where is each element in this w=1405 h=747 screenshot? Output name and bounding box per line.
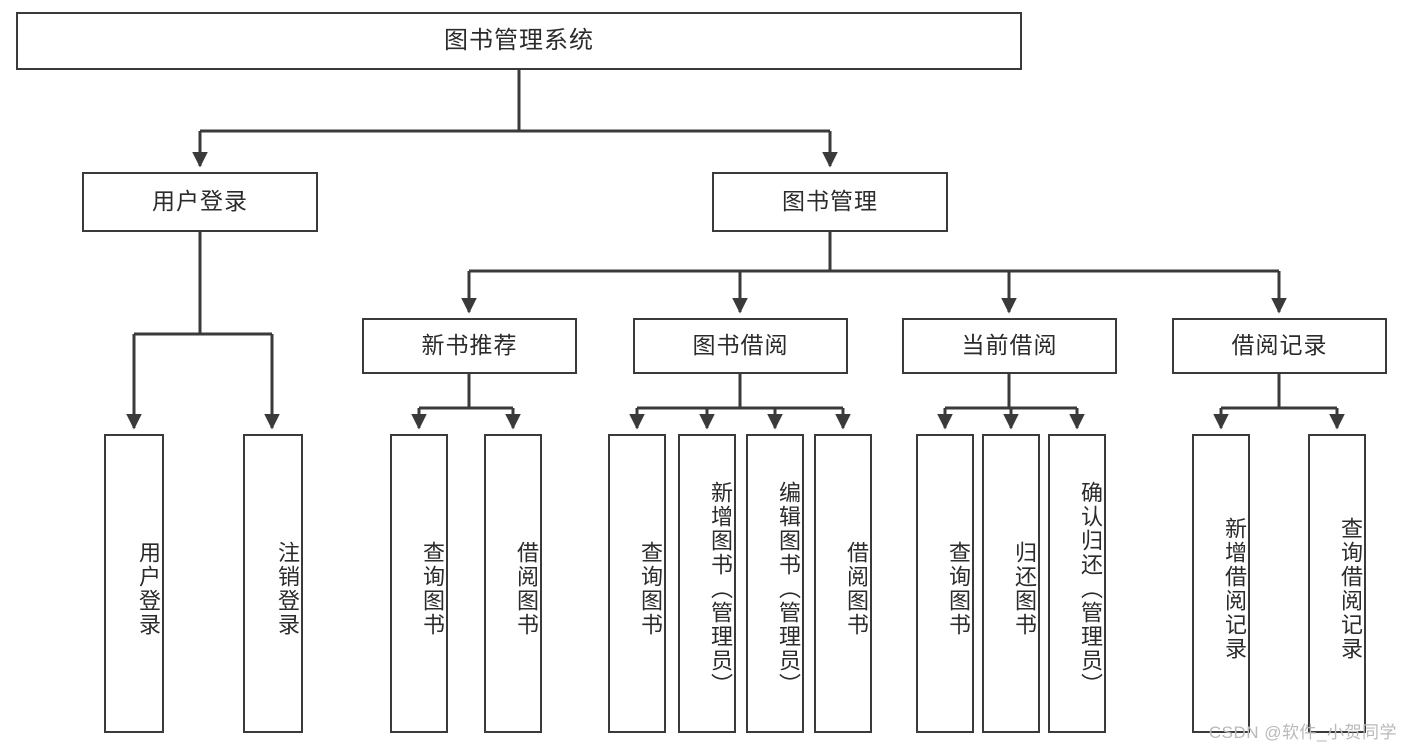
node-borrow-record[interactable]: 借阅记录 xyxy=(1172,318,1387,374)
node-root[interactable]: 图书管理系统 xyxy=(16,12,1022,70)
node-leaf-query-book-1[interactable]: 查询图书 xyxy=(390,434,448,733)
node-book-management[interactable]: 图书管理 xyxy=(712,172,948,232)
node-leaf-label: 用户登录 xyxy=(136,540,161,637)
node-borrow-record-label: 借阅记录 xyxy=(1231,332,1328,359)
node-leaf-query-book-3[interactable]: 查询图书 xyxy=(916,434,974,733)
node-leaf-label: 查询图书 xyxy=(638,540,663,637)
node-current-borrow[interactable]: 当前借阅 xyxy=(902,318,1117,374)
node-leaf-label: 查询图书 xyxy=(420,540,445,637)
node-leaf-label: 借阅图书 xyxy=(844,540,869,637)
node-leaf-return-book[interactable]: 归还图书 xyxy=(982,434,1040,733)
node-leaf-logout[interactable]: 注销登录 xyxy=(243,434,303,733)
node-root-label: 图书管理系统 xyxy=(444,26,594,54)
node-leaf-confirm-return-admin[interactable]: 确认归还（管理员） xyxy=(1048,434,1106,733)
node-leaf-borrow-book-2[interactable]: 借阅图书 xyxy=(814,434,872,733)
node-leaf-query-book-2[interactable]: 查询图书 xyxy=(608,434,666,733)
node-book-management-label: 图书管理 xyxy=(782,188,878,215)
node-leaf-query-borrow-record[interactable]: 查询借阅记录 xyxy=(1308,434,1366,733)
node-leaf-label: 查询借阅记录 xyxy=(1338,516,1363,661)
node-leaf-edit-book-admin[interactable]: 编辑图书（管理员） xyxy=(746,434,804,733)
node-book-borrow[interactable]: 图书借阅 xyxy=(633,318,848,374)
node-leaf-label: 新增借阅记录 xyxy=(1222,516,1247,661)
node-leaf-borrow-book-1[interactable]: 借阅图书 xyxy=(484,434,542,733)
node-current-borrow-label: 当前借阅 xyxy=(961,332,1058,359)
node-user-login-label: 用户登录 xyxy=(152,188,248,215)
node-leaf-label: 编辑图书（管理员） xyxy=(776,480,801,697)
node-new-book-recommend[interactable]: 新书推荐 xyxy=(362,318,577,374)
node-leaf-label: 借阅图书 xyxy=(514,540,539,637)
node-leaf-user-login[interactable]: 用户登录 xyxy=(104,434,164,733)
csdn-watermark: CSDN @软件_小贺同学 xyxy=(1208,723,1397,742)
node-leaf-add-book-admin[interactable]: 新增图书（管理员） xyxy=(678,434,736,733)
node-leaf-label: 确认归还（管理员） xyxy=(1078,480,1103,697)
node-leaf-label: 注销登录 xyxy=(275,540,300,637)
node-user-login[interactable]: 用户登录 xyxy=(82,172,318,232)
node-book-borrow-label: 图书借阅 xyxy=(692,332,789,359)
node-leaf-label: 查询图书 xyxy=(946,540,971,637)
node-new-book-recommend-label: 新书推荐 xyxy=(421,332,518,359)
node-leaf-label: 新增图书（管理员） xyxy=(708,480,733,697)
node-leaf-label: 归还图书 xyxy=(1012,540,1037,637)
node-leaf-add-borrow-record[interactable]: 新增借阅记录 xyxy=(1192,434,1250,733)
